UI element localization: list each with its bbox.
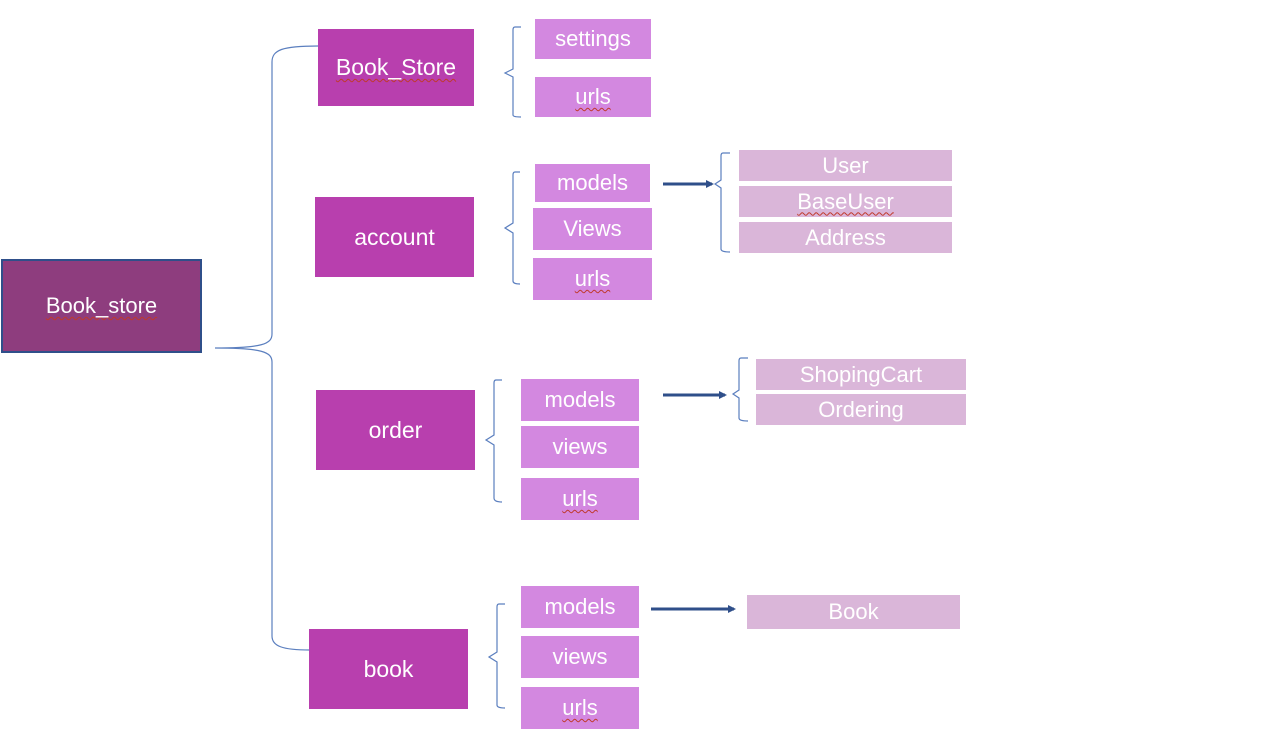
file-label: models [544, 594, 616, 619]
file-label: urls [575, 84, 611, 109]
account-models-brace [713, 152, 731, 253]
order-file-models: models [521, 379, 639, 421]
module-book-store: Book_Store [318, 29, 474, 106]
module-account: account [315, 197, 474, 277]
root-node: Book_store [1, 259, 202, 353]
account-file-models: models [533, 162, 652, 204]
model-label: BaseUser [797, 188, 894, 214]
book-store-file-urls: urls [535, 77, 651, 117]
module-book-label: book [363, 655, 414, 682]
order-models-brace [731, 357, 749, 422]
model-label: Ordering [818, 396, 904, 422]
book-store-files-brace [503, 26, 522, 118]
book-file-urls: urls [521, 687, 639, 729]
file-label: views [552, 434, 608, 459]
order-file-views: views [521, 426, 639, 468]
file-label: urls [574, 266, 611, 291]
root-node-label: Book_store [45, 293, 158, 318]
model-label: Address [805, 224, 886, 250]
file-label: settings [555, 26, 631, 51]
module-order: order [316, 390, 475, 470]
file-label: Views [563, 216, 622, 241]
account-file-views: Views [533, 208, 652, 250]
file-label: models [544, 387, 616, 412]
file-label: urls [562, 486, 598, 511]
account-files-brace [503, 171, 521, 285]
file-label: models [557, 170, 628, 195]
module-book-store-label: Book_Store [335, 54, 457, 80]
account-model-user: User [739, 150, 952, 181]
model-label: ShopingCart [799, 361, 923, 387]
account-model-address: Address [739, 222, 952, 253]
model-label: Book [828, 599, 879, 624]
order-files-brace [484, 379, 503, 503]
book-files-brace [487, 603, 506, 709]
model-label: User [822, 152, 869, 178]
book-file-models: models [521, 586, 639, 628]
module-account-label: account [354, 223, 435, 250]
order-file-urls: urls [521, 478, 639, 520]
module-book: book [309, 629, 468, 709]
order-model-ordering: Ordering [756, 394, 966, 425]
book-store-file-settings: settings [535, 19, 651, 59]
order-model-shopingcart: ShopingCart [756, 359, 966, 390]
module-order-label: order [368, 416, 423, 443]
book-model-book: Book [747, 595, 960, 629]
account-model-baseuser: BaseUser [739, 186, 952, 217]
file-label: urls [562, 695, 598, 720]
file-label: views [552, 644, 608, 669]
account-file-urls: urls [533, 258, 652, 300]
root-brace [214, 45, 319, 651]
book-file-views: views [521, 636, 639, 678]
